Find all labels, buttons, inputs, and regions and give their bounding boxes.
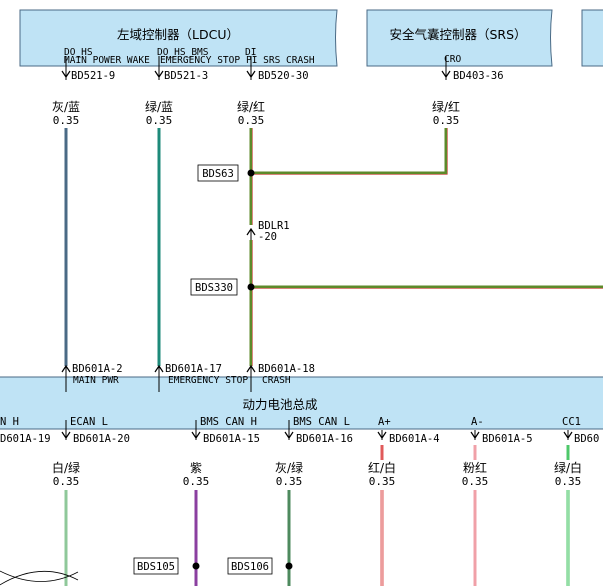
svg-text:0.35: 0.35 [183, 475, 210, 488]
srs-title: 安全气囊控制器（SRS） [389, 27, 526, 42]
pin-signal: MAIN POWER WAKE [64, 55, 150, 66]
svg-text:灰/绿: 灰/绿 [275, 460, 303, 475]
svg-text:BDS106: BDS106 [231, 561, 269, 573]
pin-signal: PI SRS CRASH [246, 55, 315, 66]
svg-text:绿/蓝: 绿/蓝 [145, 99, 173, 114]
wire-label-w4: 绿/红 0.35 [432, 99, 460, 127]
pin-label: BD601A-15 [203, 433, 260, 445]
wire-label-d4: 红/白 0.35 [362, 460, 402, 490]
ldcu-pin-1: DO_HS MAIN POWER WAKE BD521-9 [61, 47, 150, 82]
svg-text:红/白: 红/白 [368, 460, 396, 475]
pin-label: BD601A-20 [73, 433, 130, 445]
battery-title: 动力电池总成 [242, 397, 317, 412]
pin-signal: MAIN PWR [73, 375, 119, 386]
ldcu-module: 左域控制器（LDCU） [19, 9, 338, 67]
battery-module: 动力电池总成 [0, 376, 603, 430]
pin-signal: CC1 [562, 416, 581, 428]
battery-pin-b1: BD601A-2 MAIN PWR [61, 363, 123, 392]
svg-text:绿/红: 绿/红 [237, 99, 265, 114]
battery-pin-c3: BMS CAN L BD601A-16 [284, 416, 353, 445]
svg-text:绿/红: 绿/红 [432, 99, 460, 114]
pin-label: BD601A-17 [165, 363, 222, 375]
pin-label: BD601A-5 [482, 433, 533, 445]
battery-pin-b2: BD601A-17 EMERGENCY STOP [154, 363, 248, 392]
pin-label: BD601A-16 [296, 433, 353, 445]
svg-text:-20: -20 [258, 231, 277, 243]
pin-label: BD403-36 [453, 70, 504, 82]
svg-text:紫: 紫 [190, 461, 202, 475]
battery-pin-c6: CC1 BD60 [562, 416, 599, 445]
pin-signal: CRO [444, 54, 461, 65]
pin-label: BD601A-2 [72, 363, 123, 375]
wire-label-w2: 绿/蓝 0.35 [145, 99, 173, 127]
ldcu-title: 左域控制器（LDCU） [117, 27, 239, 42]
pin-signal-top: DO_HS [64, 47, 93, 58]
svg-text:0.35: 0.35 [53, 475, 80, 488]
srs-module: 安全气囊控制器（SRS） [366, 9, 553, 67]
svg-text:0.35: 0.35 [462, 475, 489, 488]
ldcu-pin-3: DI PI SRS CRASH BD520-30 [245, 47, 315, 82]
wire-green-red-bds330 [251, 285, 603, 289]
svg-text:0.35: 0.35 [369, 475, 396, 488]
pin-signal: A- [471, 416, 484, 428]
battery-pin-c2: BMS CAN H BD601A-15 [191, 416, 260, 445]
pin-label: BD521-9 [71, 70, 115, 82]
pin-label: D601A-19 [0, 433, 51, 445]
pin-label: BD520-30 [258, 70, 309, 82]
splice-bds105: BDS105 [133, 557, 200, 575]
pin-label: BD601A-18 [258, 363, 315, 375]
battery-pin-c0: N H D601A-19 [0, 416, 51, 445]
pin-signal: BMS CAN L [293, 416, 350, 428]
pin-signal: EMERGENCY STOP [160, 55, 240, 66]
pin-signal: A+ [378, 416, 391, 428]
battery-pin-c4: A+ BD601A-4 [377, 416, 440, 445]
battery-pin-b3: BD601A-18 CRASH [246, 363, 315, 392]
splice-bds63: BDS63 [197, 164, 255, 182]
next-module-edge [581, 9, 603, 67]
pin-label: BD60 [574, 433, 599, 445]
svg-text:BDS105: BDS105 [137, 561, 175, 573]
pin-signal: EMERGENCY STOP [168, 375, 248, 386]
svg-text:灰/蓝: 灰/蓝 [52, 100, 80, 114]
pin-signal: N H [0, 416, 19, 428]
wire-label-d3: 灰/绿 0.35 [269, 460, 309, 490]
svg-text:0.35: 0.35 [238, 114, 265, 127]
svg-text:0.35: 0.35 [146, 114, 173, 127]
wire-label-w3: 绿/红 0.35 [237, 99, 265, 127]
svg-text:粉红: 粉红 [463, 460, 487, 475]
wire-green-red-srs [251, 128, 448, 175]
pin-signal-top: DI [245, 47, 256, 58]
pin-signal: BMS CAN H [200, 416, 257, 428]
svg-text:0.35: 0.35 [433, 114, 460, 127]
wire-label-d5: 粉红 0.35 [455, 460, 495, 490]
inline-connector-bdlr1: BDLR1 -20 [246, 220, 290, 243]
svg-text:BDS63: BDS63 [202, 168, 234, 180]
battery-pin-c1: ECAN L BD601A-20 [61, 416, 130, 445]
splice-bds330: BDS330 [190, 278, 255, 296]
pin-label: BD521-3 [164, 70, 208, 82]
svg-text:0.35: 0.35 [53, 114, 80, 127]
splice-bds106: BDS106 [227, 557, 293, 575]
svg-text:BDS330: BDS330 [195, 282, 233, 294]
svg-text:0.35: 0.35 [276, 475, 303, 488]
wire-green-red-main [249, 128, 253, 366]
battery-pin-c5: A- BD601A-5 [470, 416, 533, 445]
ldcu-pin-2: DO_HS_BMS EMERGENCY STOP BD521-3 [154, 47, 240, 82]
wire-label-d1: 白/绿 0.35 [46, 460, 86, 490]
svg-text:BDLR1: BDLR1 [258, 220, 290, 232]
svg-text:0.35: 0.35 [555, 475, 582, 488]
pin-signal: CRASH [262, 375, 291, 386]
svg-text:绿/白: 绿/白 [554, 460, 582, 475]
srs-pin-1: CRO BD403-36 [441, 54, 504, 82]
wire-label-w1: 灰/蓝 0.35 [52, 100, 80, 127]
wire-label-d6: 绿/白 0.35 [548, 460, 588, 490]
svg-text:白/绿: 白/绿 [52, 460, 80, 475]
twisted-pair-marker [0, 570, 79, 586]
wire-label-d2: 紫 0.35 [176, 460, 216, 490]
pin-signal-top: DO_HS_BMS [157, 47, 209, 58]
pin-label: BD601A-4 [389, 433, 440, 445]
pin-signal: ECAN L [70, 416, 108, 428]
